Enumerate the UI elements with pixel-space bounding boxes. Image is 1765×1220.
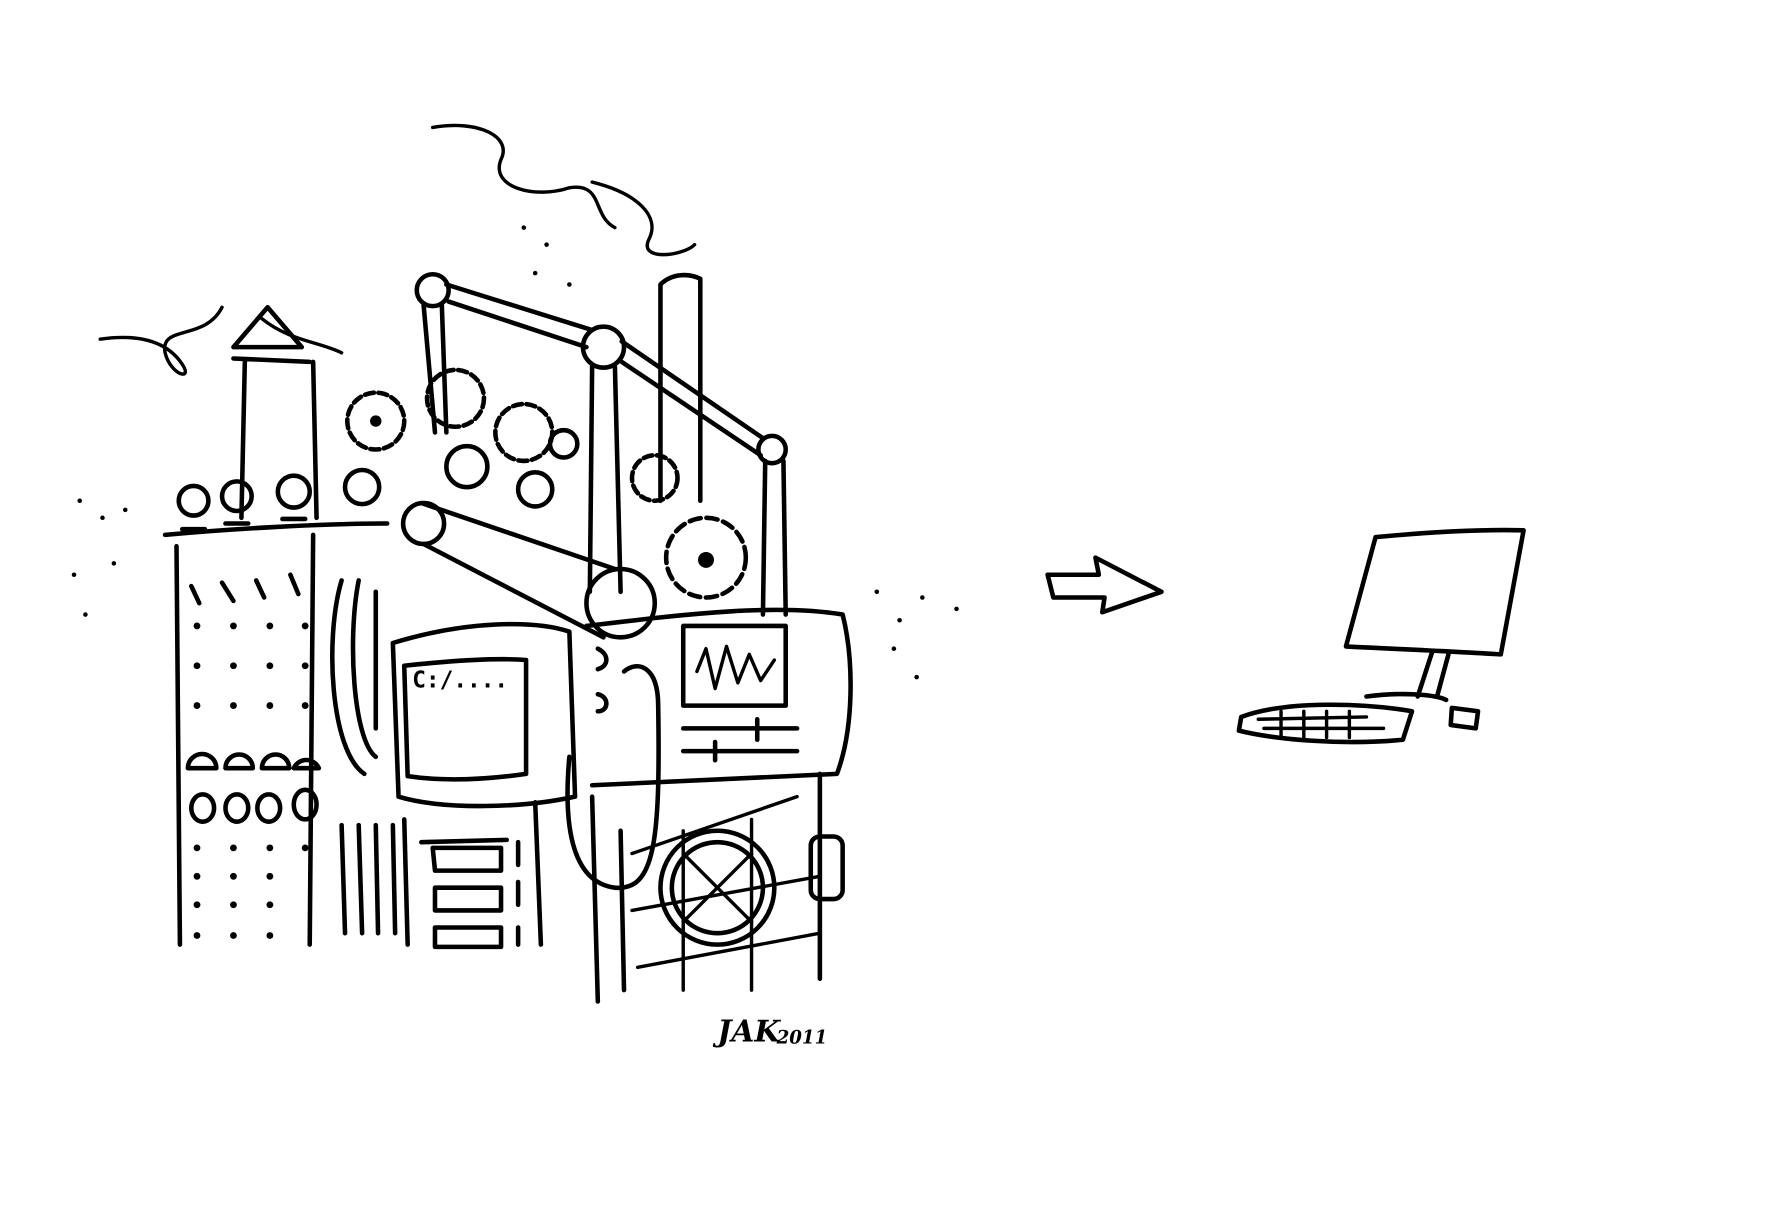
lightbulbs xyxy=(176,467,382,532)
old-crt-monitor: C:/.... xyxy=(390,621,578,809)
tower-chimney xyxy=(231,305,319,521)
motion-dots xyxy=(71,225,959,680)
drawer-cabinet xyxy=(401,800,544,950)
oscilloscope-machine xyxy=(565,607,853,1004)
svg-text:2011: 2011 xyxy=(776,1028,828,1049)
smokestack xyxy=(658,272,703,504)
terminal-prompt-text: C:/.... xyxy=(412,667,508,693)
artist-signature: JAK 2011 xyxy=(712,1013,827,1048)
transition-arrow-icon xyxy=(1045,555,1164,615)
linkage-frame xyxy=(400,271,788,640)
smoke xyxy=(98,123,697,376)
svg-text:JAK: JAK xyxy=(712,1013,781,1048)
control-panel-left xyxy=(162,521,398,947)
modern-computer xyxy=(1236,527,1526,745)
gears xyxy=(345,367,749,600)
